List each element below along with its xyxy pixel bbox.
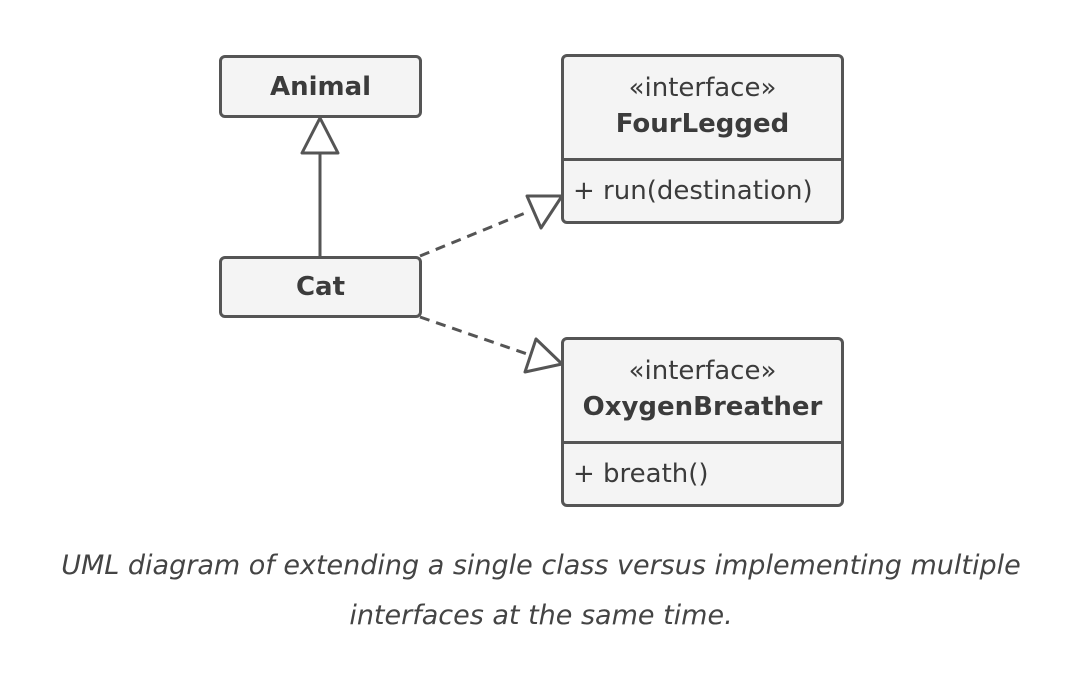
class-cat: Cat (219, 256, 422, 318)
inheritance-arrowhead (300, 116, 340, 155)
class-animal-name: Animal (269, 71, 372, 102)
figure-caption: UML diagram of extending a single class … (0, 541, 1082, 641)
class-cat-name: Cat (295, 272, 346, 302)
interface-oxygenbreather-header: «interface» OxygenBreather (564, 340, 841, 444)
interface-fourlegged: «interface» FourLegged + run(destination… (561, 54, 844, 224)
realization-line-fourlegged (419, 209, 531, 258)
realization-arrowhead-oxygenbreather (523, 337, 564, 374)
interface-fourlegged-name: FourLegged (615, 109, 790, 139)
realization-line-oxygenbreather (419, 315, 531, 357)
caption-line-2: interfaces at the same time. (349, 600, 733, 631)
interface-oxygenbreather-method: + breath() (573, 459, 709, 489)
interface-fourlegged-method: + run(destination) (573, 176, 813, 206)
realization-arrowhead-fourlegged (525, 194, 564, 230)
interface-fourlegged-header: «interface» FourLegged (564, 57, 841, 161)
interface-oxygenbreather-name: OxygenBreather (582, 392, 823, 422)
interface-oxygenbreather-stereotype: «interface» (628, 356, 777, 386)
class-animal: Animal (219, 55, 422, 118)
interface-fourlegged-stereotype: «interface» (628, 73, 777, 103)
caption-line-1: UML diagram of extending a single class … (61, 550, 1021, 581)
interface-oxygenbreather: «interface» OxygenBreather + breath() (561, 337, 844, 507)
